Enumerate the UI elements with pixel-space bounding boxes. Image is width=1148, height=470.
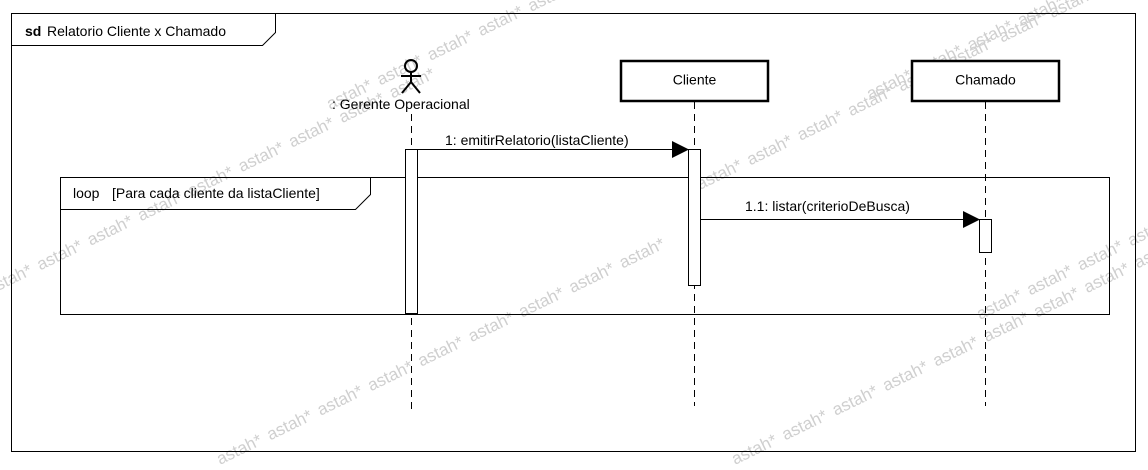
diagram-frame	[11, 13, 1136, 452]
watermark-text: astah*	[728, 430, 780, 465]
watermark-text: astah*	[779, 406, 831, 444]
watermark-text: astah*	[465, 308, 517, 346]
watermark-text: astah*	[213, 430, 265, 465]
lifeline-cliente[interactable]: Cliente	[619, 59, 770, 406]
message-1-label: 1: emitirRelatorio(listaCliente)	[445, 132, 629, 148]
watermark-text: astah*	[364, 357, 416, 395]
frame-keyword: sd	[25, 23, 41, 39]
watermark-text: astah*	[424, 26, 476, 64]
message-2-label: 1.1: listar(criterioDeBusca)	[745, 198, 910, 214]
watermark-text: astah*	[34, 236, 86, 274]
watermark-text: astah*	[693, 155, 745, 193]
frame-title: Relatorio Cliente x Chamado	[47, 23, 226, 39]
message-2-arrowhead	[963, 211, 980, 228]
message-emitir-relatorio[interactable]: 1: emitirRelatorio(listaCliente)	[417, 132, 689, 158]
actor-activation-bar	[405, 149, 418, 314]
watermark-text: astah*	[415, 332, 467, 370]
loop-fragment	[60, 177, 1110, 315]
watermark-text: astah*	[616, 234, 668, 272]
watermark-text: astah*	[1124, 212, 1148, 250]
actor-label: : Gerente Operacional	[332, 96, 470, 112]
watermark-text: astah*	[829, 381, 881, 419]
watermark-text: astah*	[566, 258, 618, 296]
cliente-label: Cliente	[673, 72, 717, 88]
watermark-text: astah*	[879, 357, 931, 395]
watermark-text: astah*	[930, 332, 982, 370]
lifeline-gerente-operacional[interactable]: : Gerente Operacional	[332, 59, 470, 410]
actor-icon	[401, 59, 421, 94]
message-listar[interactable]: 1.1: listar(criterioDeBusca)	[700, 198, 980, 228]
watermark-text: astah*	[474, 2, 526, 40]
watermark-text: astah*	[744, 131, 796, 169]
chamado-activation-bar	[979, 219, 992, 253]
message-1-arrowhead	[672, 141, 689, 158]
cliente-activation-bar	[688, 149, 701, 286]
cliente-box	[619, 59, 770, 103]
lifeline-chamado[interactable]: Chamado	[910, 59, 1061, 406]
watermark-text: astah*	[84, 211, 136, 249]
chamado-label: Chamado	[955, 72, 1016, 88]
chamado-box	[910, 59, 1061, 103]
watermark-text: astah*	[235, 138, 287, 176]
watermark-text: astah*	[515, 283, 567, 321]
loop-guard: [Para cada cliente da listaCliente]	[112, 185, 320, 201]
watermark-text: astah*	[794, 106, 846, 144]
loop-fragment-tab	[60, 177, 371, 210]
watermark-text: astah*	[264, 406, 316, 444]
loop-operator: loop	[73, 185, 100, 201]
watermark-text: astah*	[285, 113, 337, 151]
watermark-text: astah*	[314, 381, 366, 419]
watermark-text: astah*	[0, 260, 35, 298]
diagram-frame-tab	[11, 13, 276, 46]
